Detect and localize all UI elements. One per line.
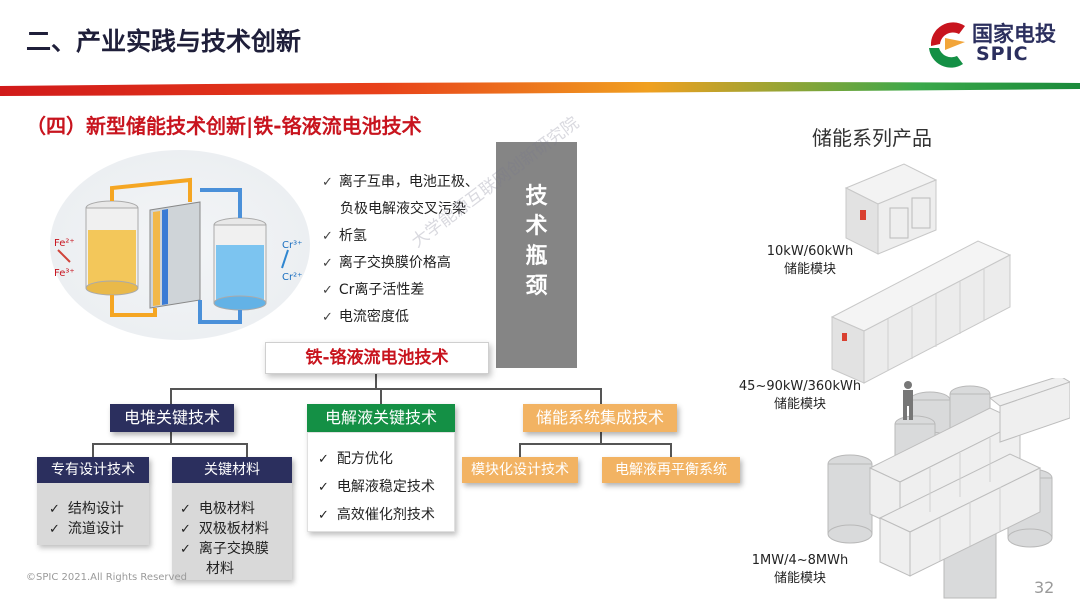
stack-key-tech-header: 电堆关键技术 <box>110 404 234 432</box>
section-title: （四）新型储能技术创新|铁-铬液流电池技术 <box>26 114 422 138</box>
proprietary-design-panel: ✓结构设计 ✓流道设计 <box>37 483 149 545</box>
spic-logo-icon <box>929 22 965 68</box>
product-name: 储能模块 <box>773 397 826 412</box>
modular-design-header: 模块化设计技术 <box>462 457 578 483</box>
page-number: 32 <box>1034 578 1055 597</box>
issue-item: ✓Cr离子活性差 <box>322 282 425 298</box>
product-caption-large: 1MW/4~8MWh 储能模块 <box>745 552 855 588</box>
list-item: ✓双极板材料 <box>180 521 269 537</box>
connector-line <box>600 432 602 444</box>
product-power: 1MW/4~8MWh <box>751 553 849 568</box>
connector-line <box>170 388 602 390</box>
system-integration-header: 储能系统集成技术 <box>523 404 677 432</box>
product-power: 10kW/60kWh <box>766 244 854 259</box>
product-caption-small: 10kW/60kWh 储能模块 <box>760 243 860 279</box>
connector-line <box>170 432 172 444</box>
list-item-continuation: 材料 <box>206 561 234 577</box>
header-color-band <box>0 82 1080 96</box>
center-technology-box: 铁-铬液流电池技术 <box>265 342 489 374</box>
connector-line <box>375 373 377 389</box>
flow-battery-diagram: Fe²⁺ Fe³⁺ Cr³⁺ Cr²⁺ <box>54 177 302 324</box>
slide-title: 二、产业实践与技术创新 <box>26 27 302 56</box>
person-figure-icon <box>903 381 913 420</box>
list-item: ✓配方优化 <box>318 451 393 467</box>
issue-item-continuation: 负极电解液交叉污染 <box>340 201 466 217</box>
product-power: 45~90kW/360kWh <box>738 379 862 394</box>
container-module-small <box>844 163 938 255</box>
logo-english-text: SPIC <box>976 43 1029 65</box>
connector-line <box>600 388 602 404</box>
list-item: ✓电解液稳定技术 <box>318 479 435 495</box>
electrolyte-key-tech-header: 电解液关键技术 <box>307 404 455 432</box>
container-module-medium <box>830 240 1012 384</box>
products-title: 储能系列产品 <box>812 126 932 150</box>
issue-item: ✓电流密度低 <box>322 309 409 325</box>
diagram-label-cr2: Cr²⁺ <box>282 272 302 283</box>
issue-item: ✓离子互串，电池正极、 <box>322 174 479 190</box>
logo-chinese-text: 国家电投 <box>972 22 1056 46</box>
electrolyte-rebalance-header: 电解液再平衡系统 <box>602 457 740 483</box>
diagram-label-cr3: Cr³⁺ <box>282 240 302 251</box>
product-caption-medium: 45~90kW/360kWh 储能模块 <box>735 378 865 414</box>
connector-line <box>246 443 248 457</box>
diagram-label-fe2: Fe²⁺ <box>54 238 75 249</box>
key-materials-header: 关键材料 <box>172 457 292 483</box>
bottleneck-label: 技术瓶颈 <box>525 184 548 299</box>
connector-line <box>519 443 671 445</box>
connector-line <box>92 443 94 457</box>
product-name: 储能模块 <box>783 262 836 277</box>
key-materials-panel: ✓电极材料 ✓双极板材料 ✓离子交换膜 材料 <box>172 483 292 580</box>
list-item: ✓流道设计 <box>49 521 124 537</box>
large-scale-storage-plant <box>827 378 1070 599</box>
list-item: ✓离子交换膜 <box>180 541 269 557</box>
issue-item: ✓析氢 <box>322 228 367 244</box>
connector-line <box>170 388 172 404</box>
list-item: ✓结构设计 <box>49 501 124 517</box>
issue-item: ✓离子交换膜价格高 <box>322 255 451 271</box>
issues-list: ✓离子互串，电池正极、 负极电解液交叉污染 ✓析氢 ✓离子交换膜价格高 ✓Cr离… <box>322 170 479 332</box>
list-item: ✓电极材料 <box>180 501 255 517</box>
connector-line <box>519 443 521 457</box>
connector-line <box>670 443 672 457</box>
connector-line <box>380 388 382 404</box>
bottleneck-box: 技术瓶颈 <box>496 142 577 368</box>
product-name: 储能模块 <box>773 571 826 586</box>
proprietary-design-header: 专有设计技术 <box>37 457 149 483</box>
copyright-text: ©SPIC 2021.All Rights Reserved <box>26 572 187 583</box>
electrolyte-panel: ✓配方优化 ✓电解液稳定技术 ✓高效催化剂技术 <box>307 432 455 532</box>
diagram-label-fe3: Fe³⁺ <box>54 268 75 279</box>
connector-line <box>92 443 248 445</box>
list-item: ✓高效催化剂技术 <box>318 507 435 523</box>
